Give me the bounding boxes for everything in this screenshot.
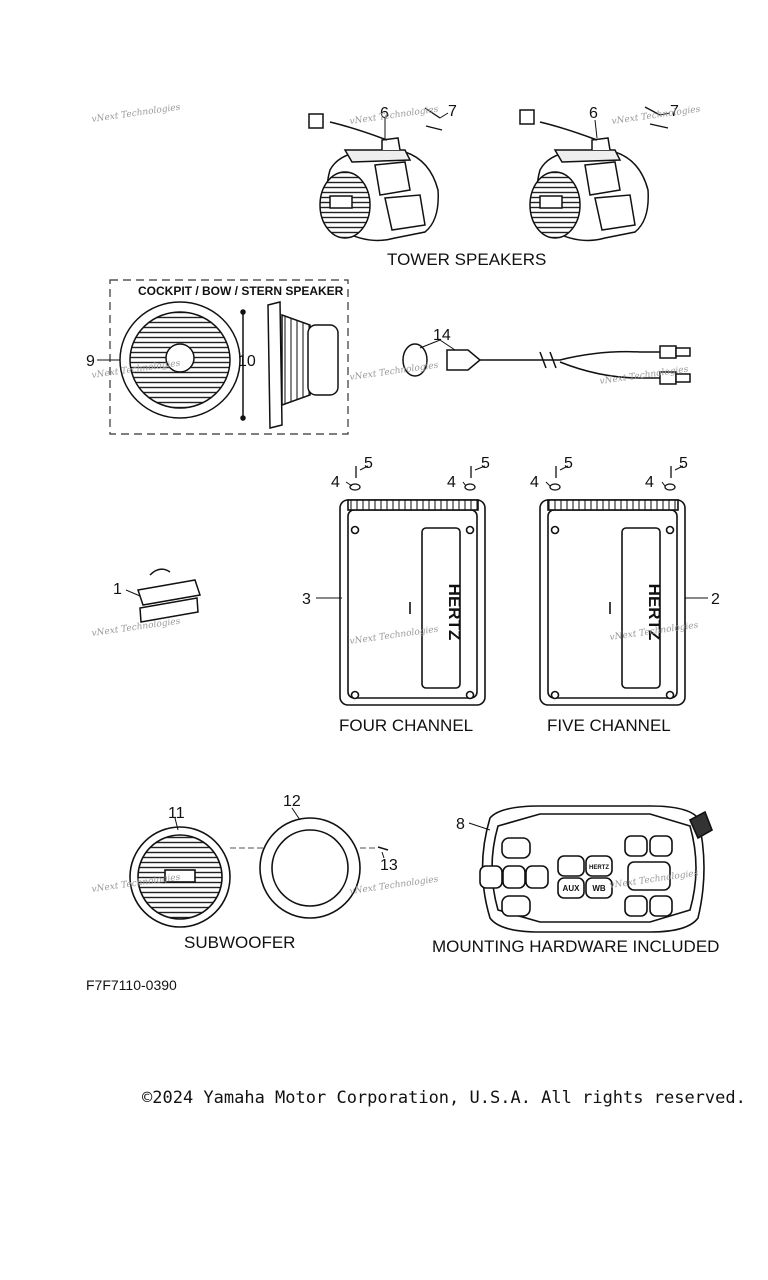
diagram-code: F7F7110-0390 xyxy=(86,977,177,993)
cockpit-speaker-grill xyxy=(119,301,241,419)
subwoofer-ring xyxy=(259,817,361,919)
callout-4-a: 4 xyxy=(331,474,340,491)
item-1-bracket xyxy=(137,568,201,623)
callout-2: 2 xyxy=(711,591,720,608)
callout-3: 3 xyxy=(302,591,311,608)
label-five-channel: FIVE CHANNEL xyxy=(547,716,671,735)
watermark: vNext Technologies xyxy=(91,617,181,639)
leader-lines xyxy=(97,112,708,859)
callout-10: 10 xyxy=(238,353,256,370)
callout-8: 8 xyxy=(456,816,465,833)
callout-5-b: 5 xyxy=(481,455,490,472)
screw-7-right xyxy=(644,106,669,129)
subwoofer-grill xyxy=(129,826,231,928)
callout-4-b: 4 xyxy=(447,474,456,491)
callout-11: 11 xyxy=(168,805,185,822)
tower-speaker-left xyxy=(308,113,439,242)
screw-13 xyxy=(377,846,389,851)
cockpit-speaker-box xyxy=(109,279,349,435)
label-four-channel: FOUR CHANNEL xyxy=(339,716,474,735)
screw-7-left xyxy=(424,107,443,131)
remote-hertz-label: HERTZ xyxy=(589,865,609,871)
callout-14: 14 xyxy=(433,327,451,344)
label-tower-speakers: TOWER SPEAKERS xyxy=(387,250,547,269)
watermark: vNext Technologies xyxy=(349,105,439,127)
amplifier-four-brand: HERTZ xyxy=(445,584,464,641)
callout-1: 1 xyxy=(113,581,122,598)
callout-12: 12 xyxy=(283,793,301,810)
callout-5-d: 5 xyxy=(679,455,688,472)
screw-10 xyxy=(240,309,246,421)
callout-6-right: 6 xyxy=(589,105,598,122)
amplifier-five-channel xyxy=(539,499,686,706)
amplifier-five-brand: HERTZ xyxy=(645,584,664,641)
watermark: vNext Technologies xyxy=(611,105,701,127)
callout-7-right: 7 xyxy=(670,103,679,120)
copyright-notice: ©2024 Yamaha Motor Corporation, U.S.A. A… xyxy=(142,1088,746,1108)
amplifier-four-channel xyxy=(339,499,486,706)
callout-6-left: 6 xyxy=(380,105,389,122)
callout-4-d: 4 xyxy=(645,474,654,491)
callout-5-c: 5 xyxy=(564,455,573,472)
remote-wb-label: WB xyxy=(592,884,606,893)
audio-input-cable xyxy=(402,343,691,385)
remote-controller xyxy=(479,805,713,933)
callout-4-c: 4 xyxy=(530,474,539,491)
callout-9: 9 xyxy=(86,353,95,370)
watermark: vNext Technologies xyxy=(349,361,439,383)
cockpit-speaker-driver xyxy=(267,301,339,429)
label-subwoofer: SUBWOOFER xyxy=(184,933,296,952)
callout-7-left: 7 xyxy=(448,103,457,120)
amp-washers-screws xyxy=(349,466,676,491)
watermark: vNext Technologies xyxy=(91,103,181,125)
callout-13: 13 xyxy=(380,857,398,874)
remote-aux-label: AUX xyxy=(563,884,581,893)
label-cockpit-speaker: COCKPIT / BOW / STERN SPEAKER xyxy=(138,284,344,298)
callout-5-a: 5 xyxy=(364,455,373,472)
label-mounting-hardware: MOUNTING HARDWARE INCLUDED xyxy=(432,937,720,956)
watermark: vNext Technologies xyxy=(349,875,439,897)
tower-speaker-right xyxy=(519,109,649,242)
